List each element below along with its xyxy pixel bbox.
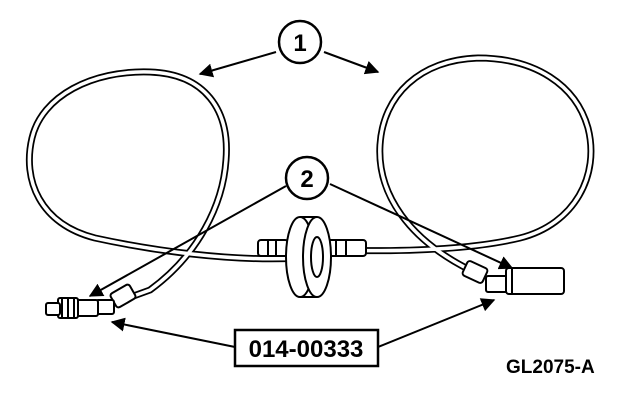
- callout-2-leaders: [88, 183, 514, 297]
- figure-id: GL2075-A: [506, 357, 595, 378]
- left-hose-loop: [25, 68, 304, 302]
- part-number-box: 014-00333: [233, 328, 380, 368]
- left-connector: [45, 283, 137, 319]
- callout-1-leaders: [198, 51, 380, 78]
- callout-1: 1: [277, 19, 323, 65]
- part-number: 014-00333: [249, 336, 364, 363]
- part-number-leaders: [110, 298, 496, 348]
- callout-1-label: 1: [293, 30, 306, 57]
- callout-2-label: 2: [300, 166, 313, 193]
- right-hose-loop: [326, 54, 595, 280]
- right-connector: [461, 260, 565, 295]
- inline-filter: [257, 216, 367, 298]
- callout-2: 2: [284, 155, 330, 201]
